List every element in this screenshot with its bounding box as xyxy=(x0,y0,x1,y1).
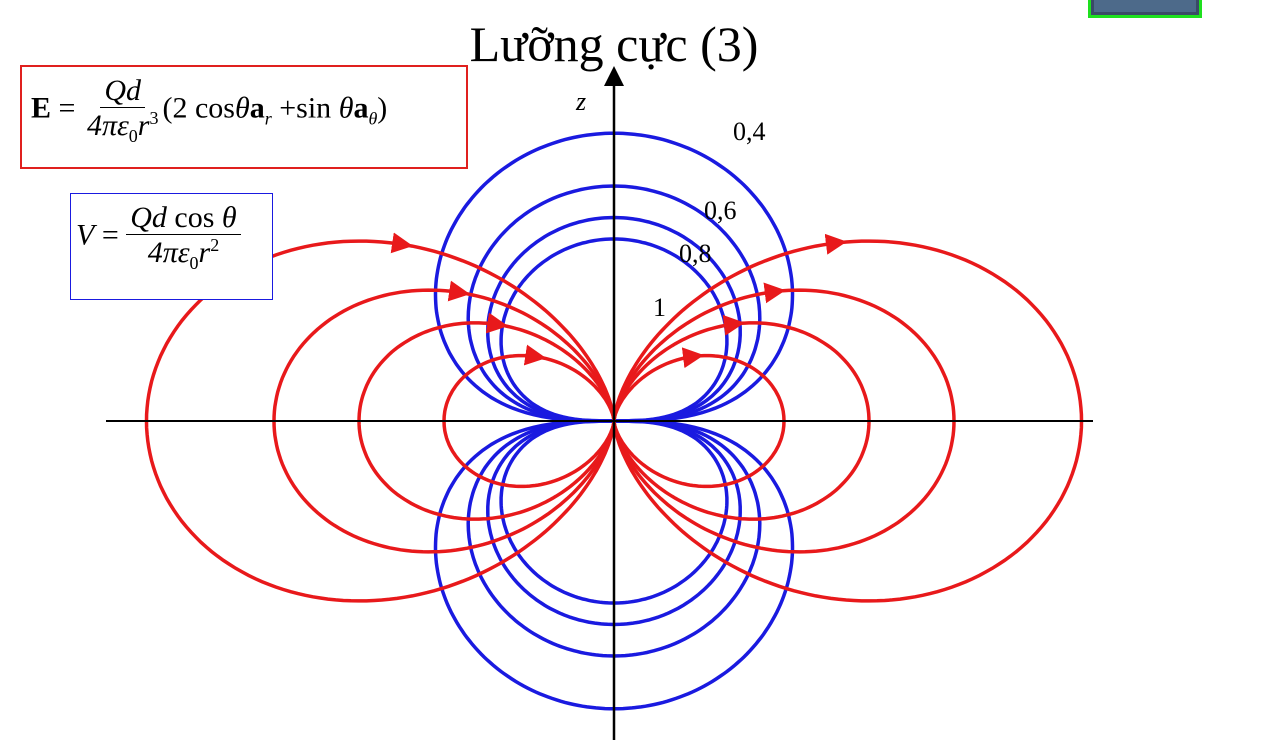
potential-label-1: 1 xyxy=(653,293,666,322)
field-direction-arrow xyxy=(485,312,509,334)
field-direction-arrow xyxy=(390,232,413,254)
corner-thumbnail xyxy=(1088,0,1202,18)
potential-label-0-6: 0,6 xyxy=(704,196,737,225)
z-axis-label: z xyxy=(575,87,586,116)
page-title: Lưỡng cực (3) xyxy=(469,16,759,72)
field-direction-arrow xyxy=(763,282,786,304)
field-direction-arrow xyxy=(722,314,745,336)
field-direction-arrow xyxy=(447,280,471,302)
field-direction-arrow xyxy=(824,233,847,255)
potential-label-0-8: 0,8 xyxy=(679,239,712,268)
potential-label-0-4: 0,4 xyxy=(733,117,766,146)
